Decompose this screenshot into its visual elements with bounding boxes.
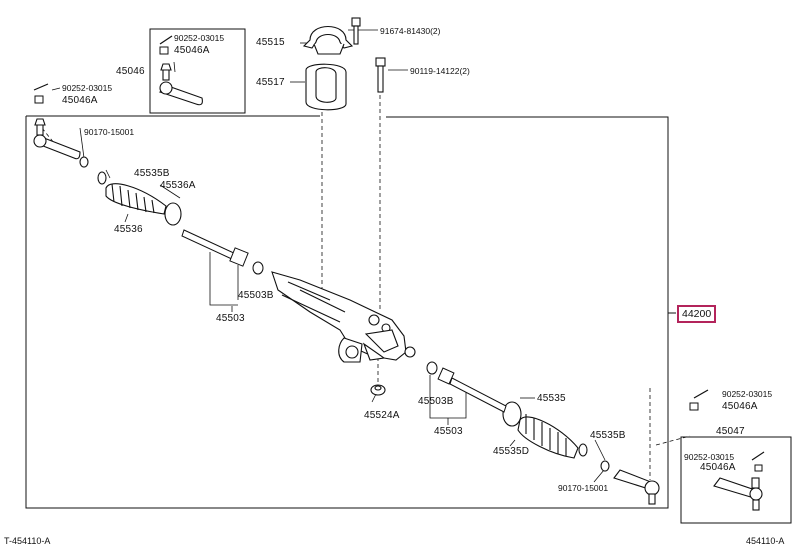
label-90119-14122: 90119-14122(2) <box>410 66 470 76</box>
nut-90170-right <box>600 460 610 472</box>
grommet-45524A <box>370 384 386 396</box>
label-90252-03015-top-left: 90252-03015 <box>174 33 225 43</box>
label-45536A: 45536A <box>160 180 196 191</box>
label-45524A: 45524A <box>364 410 400 421</box>
label-45503-right: 45503 <box>434 426 463 437</box>
footer-diagram-code-left: T-454110-A <box>4 536 51 546</box>
label-45535B-right: 45535B <box>590 430 626 441</box>
label-45503B-right: 45503B <box>418 396 454 407</box>
nut-45046A-tl <box>159 46 169 55</box>
clip-90252-br <box>751 451 765 461</box>
label-91674-81430: 91674-81430(2) <box>380 26 441 36</box>
bolt-90119 <box>375 57 386 93</box>
label-45536: 45536 <box>114 224 143 235</box>
clip-90252-l <box>33 83 49 91</box>
label-45046A-left: 45046A <box>62 95 98 106</box>
tie-rod-end-45046 <box>158 63 203 106</box>
steering-gear-housing-44200 <box>271 271 416 363</box>
label-90252-03015-right: 90252-03015 <box>722 389 773 399</box>
label-45517: 45517 <box>256 77 285 88</box>
bolt-91674 <box>351 17 361 45</box>
nut-90170-left <box>79 156 89 168</box>
label-45046A-bottom-right: 45046A <box>700 462 736 473</box>
label-45503-left: 45503 <box>216 313 245 324</box>
bushing-45517 <box>305 63 347 111</box>
label-45046: 45046 <box>116 66 145 77</box>
inner-tie-rod-45503-left <box>181 229 264 275</box>
label-90170-15001-bottom-right: 90170-15001 <box>558 483 609 493</box>
inset-box-45046 <box>149 28 246 114</box>
tie-rod-end-right <box>613 469 660 505</box>
clip-90252-tl <box>159 35 173 45</box>
label-90252-03015-left: 90252-03015 <box>62 83 113 93</box>
clip-90252-r <box>693 389 709 399</box>
assembly-frame <box>25 116 669 509</box>
label-45535D: 45535D <box>493 446 530 457</box>
label-44200-highlighted[interactable]: 44200 <box>677 305 717 323</box>
bracket-45515 <box>302 26 354 55</box>
label-45503B-left: 45503B <box>238 290 274 301</box>
tie-rod-end-left <box>33 118 81 160</box>
label-90170-15001-top-left: 90170-15001 <box>84 127 135 137</box>
label-45515: 45515 <box>256 37 285 48</box>
nut-45046A-br <box>754 464 763 472</box>
inner-tie-rod-45503-right <box>426 361 507 413</box>
inset-box-45047 <box>680 436 792 524</box>
label-45535B-left: 45535B <box>134 168 170 179</box>
clamp-45535B-right <box>578 443 588 457</box>
label-45535: 45535 <box>537 393 566 404</box>
footer-diagram-code-right: 454110-A <box>746 536 785 546</box>
clamp-45535D <box>502 401 522 427</box>
label-90252-03015-bottom-right: 90252-03015 <box>684 452 735 462</box>
label-45046A-right: 45046A <box>722 401 758 412</box>
clamp-45535B-left <box>97 171 107 185</box>
clamp-45536A <box>164 202 182 226</box>
label-45046A-top-left: 45046A <box>174 45 210 56</box>
boot-45535 <box>517 414 579 459</box>
tie-rod-end-45047 <box>713 477 763 511</box>
label-45047: 45047 <box>716 426 745 437</box>
nut-45046A-r <box>689 402 699 411</box>
boot-45536 <box>105 183 167 215</box>
nut-45046A-l <box>34 95 44 104</box>
